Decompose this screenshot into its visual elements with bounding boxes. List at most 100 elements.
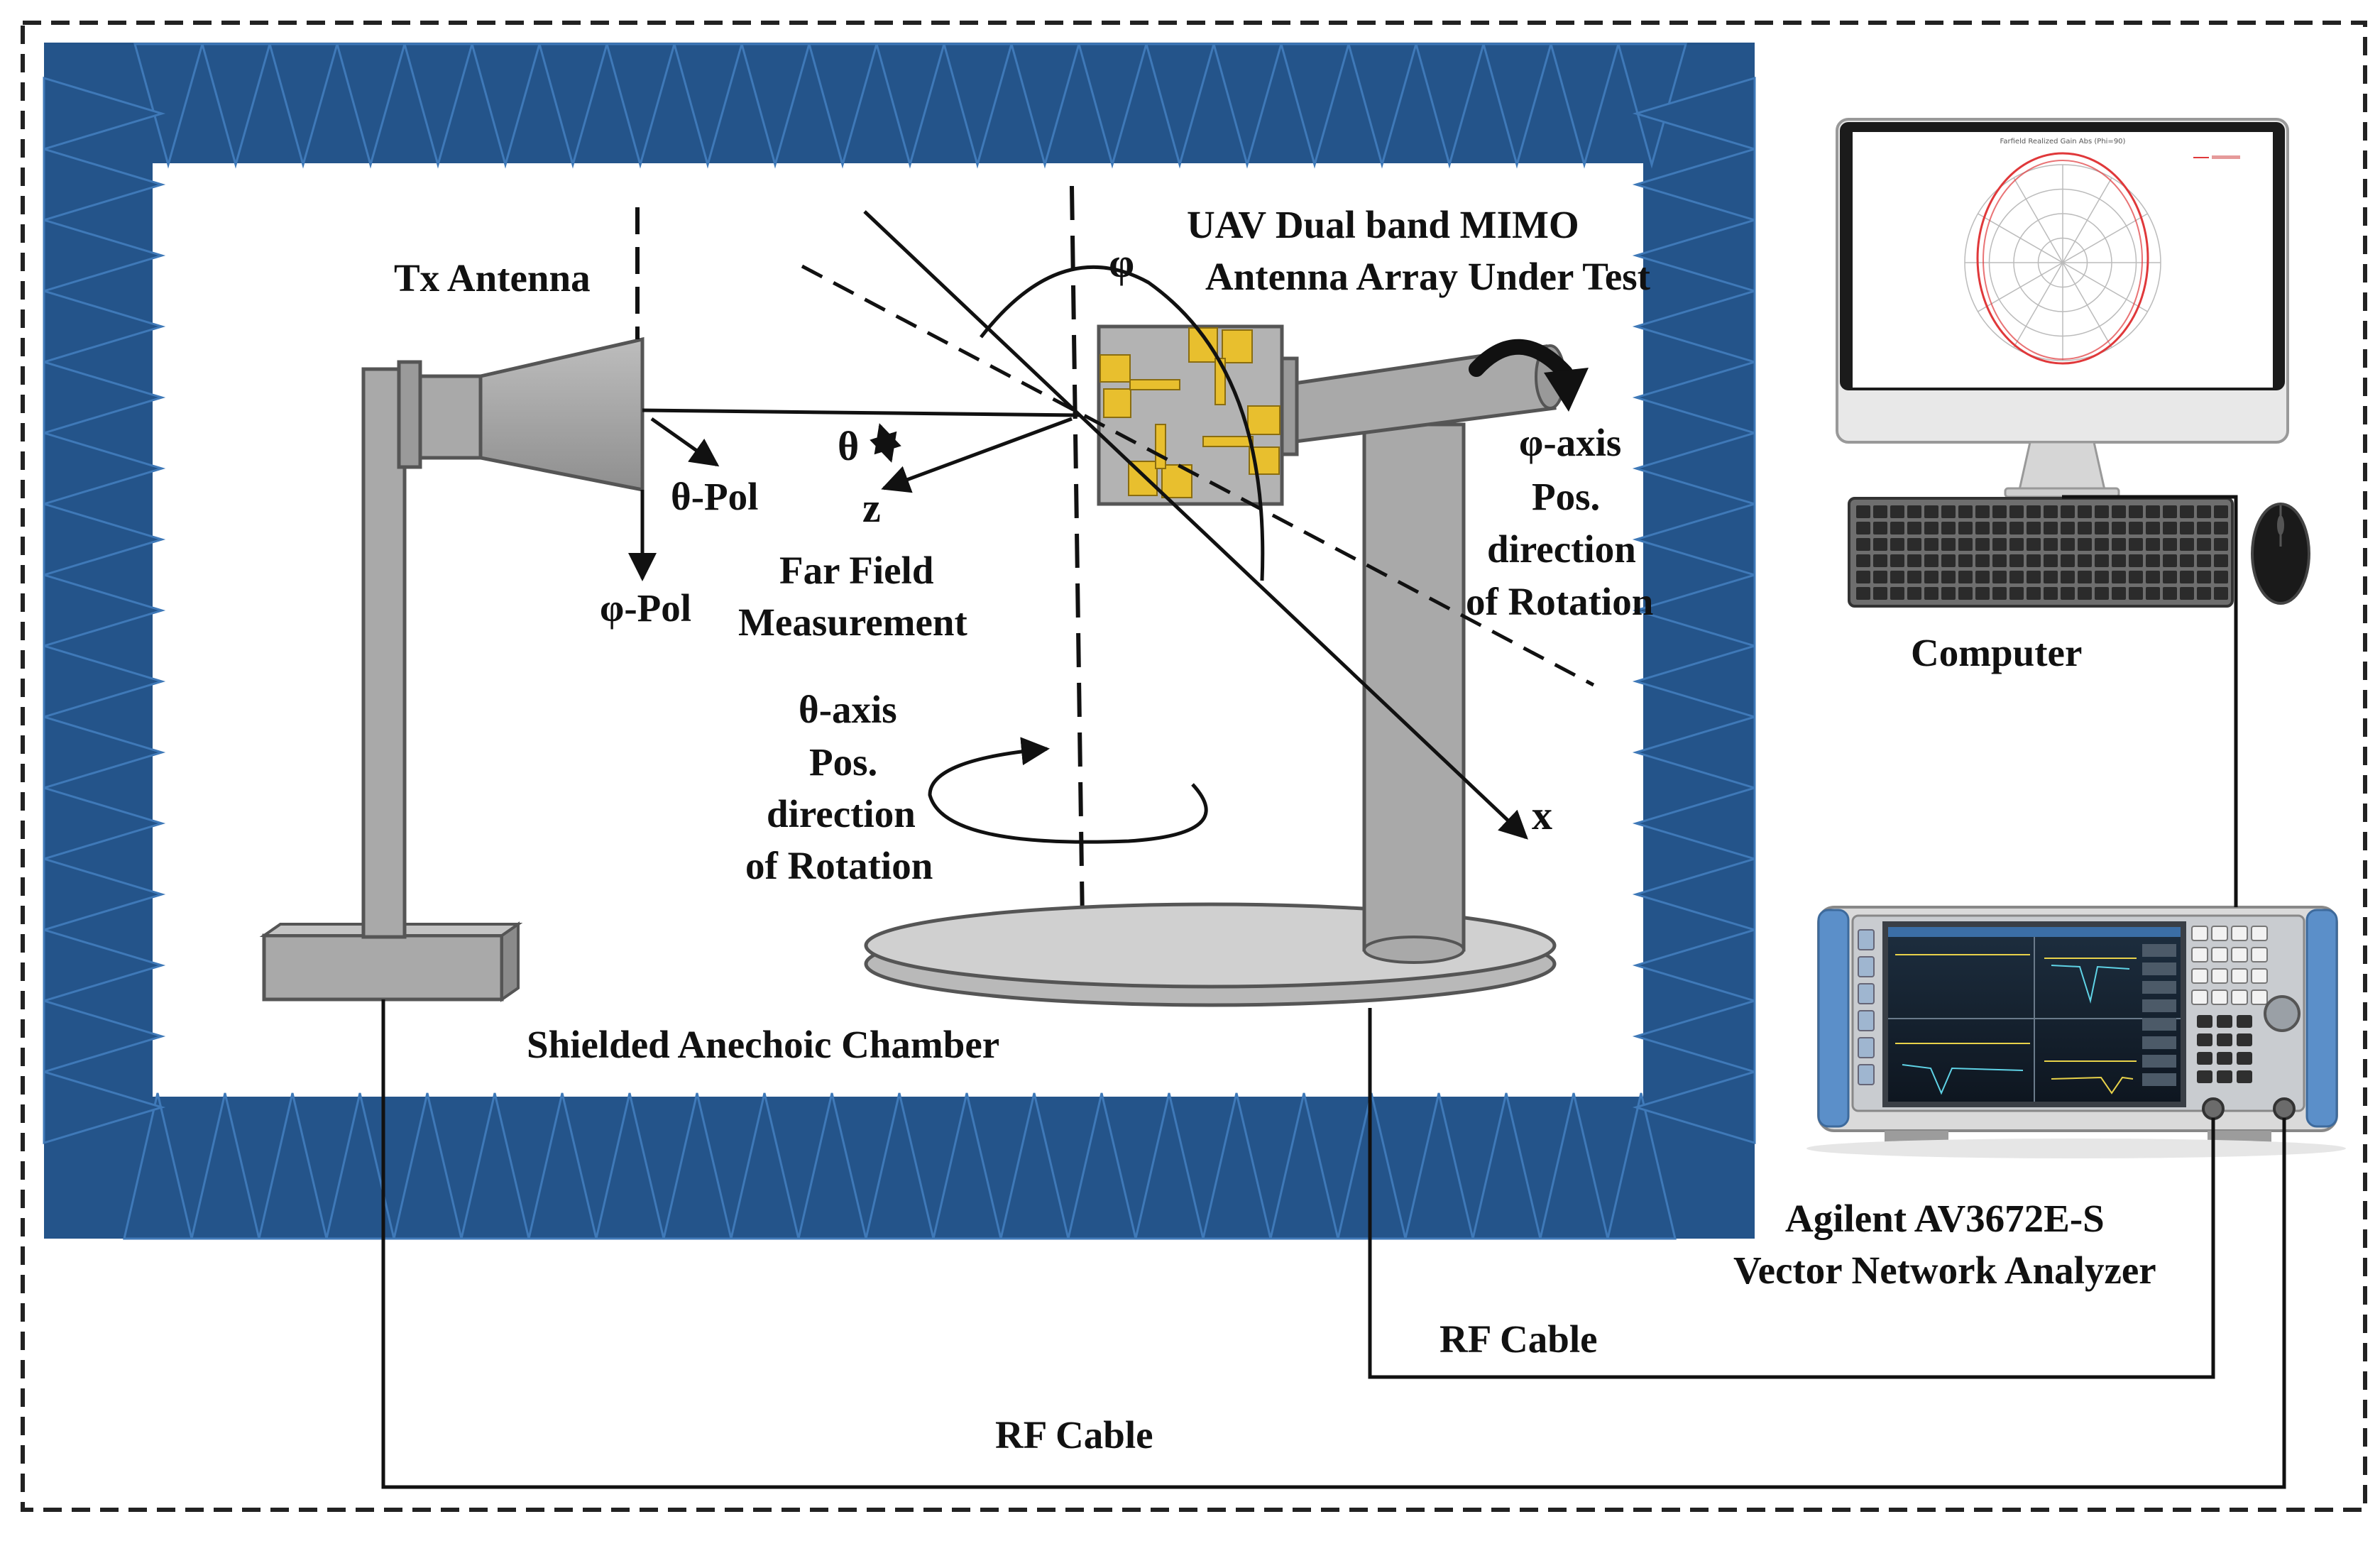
aut-feed-3	[1202, 436, 1254, 447]
keyboard-key	[2078, 587, 2092, 600]
absorber-cone	[1539, 1092, 1609, 1240]
theta-rotation-axis	[1070, 185, 1085, 923]
boresight-line	[642, 408, 1080, 417]
keyboard-key	[1975, 587, 1990, 600]
absorber-cone	[190, 1092, 261, 1240]
absorber-cone	[730, 1092, 800, 1240]
keyboard-key	[2061, 587, 2075, 600]
absorber-cone	[1550, 43, 1620, 169]
absorber-cone	[1632, 218, 1756, 293]
absorber-cone	[1632, 715, 1756, 790]
keyboard-key	[2214, 587, 2228, 600]
vna-key	[2191, 926, 2208, 941]
theta-pol-label: θ-Pol	[671, 475, 758, 518]
keyboard-key	[2197, 587, 2211, 600]
absorber-cone	[740, 43, 811, 169]
phi-axis-label-line2: Pos.	[1532, 475, 1600, 518]
keyboard-key	[2146, 522, 2160, 534]
absorber-cone	[403, 43, 473, 169]
absorber-cone	[1632, 786, 1756, 861]
keyboard-key	[1873, 538, 1887, 551]
keyboard-key	[2146, 587, 2160, 600]
aut-positioner	[864, 339, 1589, 1007]
absorber-cone	[1632, 644, 1756, 719]
rf-cable-lower	[381, 999, 2286, 1489]
keyboard-key	[2044, 538, 2058, 551]
absorber-cone	[875, 43, 945, 169]
keyboard-key	[1975, 554, 1990, 567]
absorber-cone	[43, 289, 166, 364]
keyboard-key	[1924, 554, 1938, 567]
vna-side-key	[1858, 1064, 1875, 1085]
positioner-column	[1362, 422, 1466, 952]
theta-label: θ	[838, 423, 859, 469]
vna-softkey	[2142, 944, 2176, 957]
absorber-cone	[43, 715, 166, 790]
keyboard-key	[2061, 522, 2075, 534]
keyboard-key	[1890, 571, 1904, 583]
absorber-cone	[393, 1092, 463, 1240]
keyboard-key	[2027, 505, 2041, 518]
keyboard-key	[1873, 571, 1887, 583]
keyboard-key	[2180, 554, 2194, 567]
absorber-cone	[1404, 1092, 1474, 1240]
keyboard-key	[2214, 538, 2228, 551]
keyboard	[1848, 497, 2234, 608]
vna-trace-display	[1888, 937, 2181, 1102]
vna-screen-titlebar	[1888, 927, 2181, 937]
absorber-cone	[1482, 43, 1552, 169]
keyboard-key	[2044, 522, 2058, 534]
keyboard-key	[1992, 587, 2007, 600]
absorber-cone	[43, 431, 166, 506]
keyboard-key	[2146, 554, 2160, 567]
keyboard-key	[2163, 505, 2177, 518]
keyboard-key	[1975, 538, 1990, 551]
keyboard-key	[2197, 554, 2211, 567]
absorber-cone	[1010, 43, 1080, 169]
vna-key	[2217, 1033, 2232, 1046]
keyboard-key	[1924, 505, 1938, 518]
keyboard-key	[1907, 587, 1921, 600]
keyboard-key	[2197, 571, 2211, 583]
absorber-cone	[43, 218, 166, 293]
keyboard-key	[2112, 538, 2126, 551]
theta-rotation-arrow	[928, 737, 1208, 844]
keyboard-key	[1992, 522, 2007, 534]
absorber-cone	[460, 1092, 530, 1240]
absorber-cone	[1202, 1092, 1272, 1240]
tx-mount-collar	[397, 360, 422, 469]
vna-key	[2231, 968, 2248, 984]
polar-grid-spoke	[1978, 213, 2148, 312]
aut-patch-3	[1247, 405, 1281, 435]
vna-softkey	[2142, 1073, 2176, 1086]
keyboard-key	[2095, 538, 2109, 551]
vna-label-line2: Vector Network Analyzer	[1733, 1249, 2156, 1292]
absorber-cone	[336, 43, 406, 169]
theta-axis-label-line2: Pos.	[809, 740, 877, 784]
vna-rotary-knob	[2264, 995, 2301, 1032]
keyboard-key	[2078, 505, 2092, 518]
absorber-cone	[808, 43, 878, 169]
keyboard-key	[2027, 587, 2041, 600]
keyboard-key	[1907, 571, 1921, 583]
absorber-cone	[43, 502, 166, 577]
keyboard-key	[2163, 571, 2177, 583]
absorber-cone	[1632, 502, 1756, 577]
absorber-cone	[1606, 1092, 1677, 1240]
vna-key	[2251, 989, 2268, 1005]
vna-key	[2251, 947, 2268, 963]
keyboard-key	[2078, 571, 2092, 583]
vna-port-2	[2273, 1097, 2296, 1120]
keyboard-key	[2180, 522, 2194, 534]
vna-softkey	[2142, 999, 2176, 1012]
vna-trace	[1902, 1064, 2024, 1095]
keyboard-key	[1907, 538, 1921, 551]
absorber-cone	[1269, 1092, 1339, 1240]
absorber-cone	[1632, 147, 1756, 222]
vna-side-key	[1858, 929, 1875, 950]
keyboard-key	[2197, 505, 2211, 518]
absorber-cone	[932, 1092, 1002, 1240]
vna-foot-right	[2208, 1131, 2271, 1142]
absorber-column-left	[43, 76, 166, 1145]
keyboard-key	[1975, 571, 1990, 583]
